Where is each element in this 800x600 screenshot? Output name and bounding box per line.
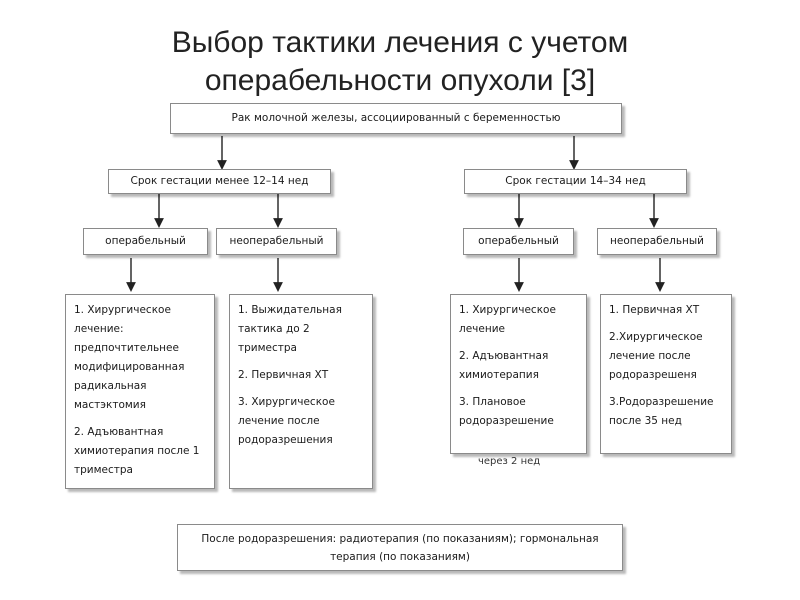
right-inoperable-label: неоперабельный — [610, 235, 704, 247]
list-item: 3. Плановое родоразрешение — [459, 396, 554, 427]
right-operable-box: операбельный — [463, 228, 574, 255]
left-inoperable-box: неоперабельный — [216, 228, 337, 255]
right-inoperable-box: неоперабельный — [597, 228, 717, 255]
left-gestation-label: Срок гестации менее 12–14 нед — [130, 175, 309, 187]
root-box: Рак молочной железы, ассоциированный с б… — [170, 103, 622, 134]
left-inoperable-label: неоперабельный — [229, 235, 324, 247]
right-operable-label: операбельный — [478, 235, 559, 247]
list-item: 2.Хирургическое лечение после родоразреш… — [609, 331, 703, 381]
right-gestation-box: Срок гестации 14–34 нед — [464, 169, 687, 194]
list-item: 2. Адъювантная химиотерапия — [459, 350, 549, 381]
page-title: Выбор тактики лечения с учетом операбель… — [0, 24, 800, 100]
left-gestation-box: Срок гестации менее 12–14 нед — [108, 169, 331, 194]
right-gestation-label: Срок гестации 14–34 нед — [505, 175, 646, 187]
delivery-interval-note: через 2 нед — [478, 456, 541, 467]
root-label: Рак молочной железы, ассоциированный с б… — [231, 112, 561, 124]
title-line-2: операбельности опухоли [3] — [204, 64, 596, 97]
right-operable-treatment-list: 1. Хирургическое лечение 2. Адъювантная … — [450, 294, 587, 454]
postpartum-footer-text: После родоразрешения: радиотерапия (по п… — [201, 532, 599, 563]
list-item: 1. Хирургическое лечение: предпочтительн… — [74, 304, 185, 411]
title-line-1: Выбор тактики лечения с учетом — [171, 26, 629, 59]
list-item: 1. Хирургическое лечение — [459, 304, 556, 335]
list-item: 1. Первичная ХТ — [609, 304, 700, 316]
list-item: 2. Адъювантная химиотерапия после 1 трим… — [74, 426, 200, 476]
left-operable-label: операбельный — [105, 235, 186, 247]
right-inoperable-treatment-list: 1. Первичная ХТ 2.Хирургическое лечение … — [600, 294, 732, 454]
list-item: 3.Родоразрешение после 35 нед — [609, 396, 714, 427]
left-inoperable-treatment-list: 1. Выжидательная тактика до 2 триместра … — [229, 294, 373, 489]
list-item: 1. Выжидательная тактика до 2 триместра — [238, 304, 342, 354]
list-item: 2. Первичная ХТ — [238, 369, 329, 381]
left-operable-box: операбельный — [83, 228, 208, 255]
left-operable-treatment-list: 1. Хирургическое лечение: предпочтительн… — [65, 294, 215, 489]
list-item: 3. Хирургическое лечение после родоразре… — [238, 396, 335, 446]
postpartum-footer-box: После родоразрешения: радиотерапия (по п… — [177, 524, 623, 571]
